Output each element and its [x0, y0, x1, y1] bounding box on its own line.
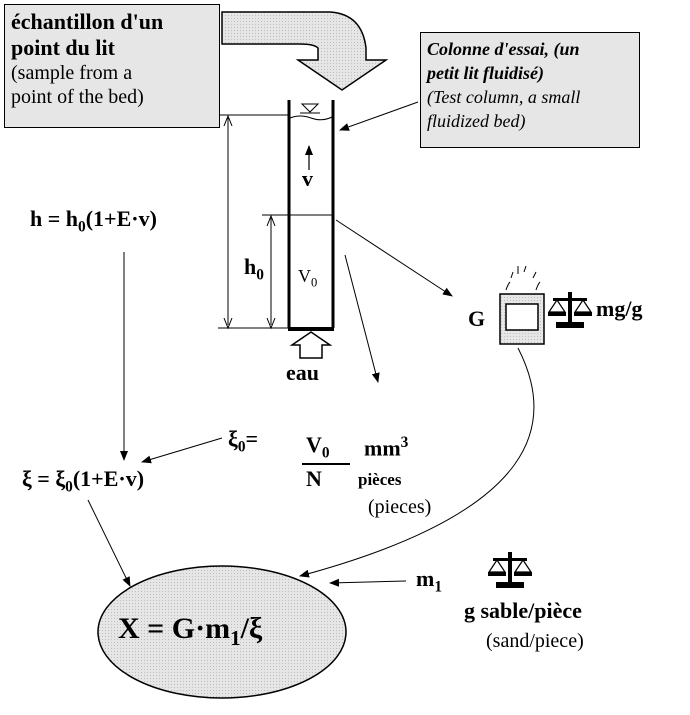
v0-label-sub: 0 [311, 275, 318, 290]
xi-formula: ξ = ξ0(1+E·v) [22, 466, 144, 496]
xi0-numerator: V0 [306, 432, 330, 462]
column-title-line1: Colonne d'essai, (un [427, 39, 580, 59]
sample-title-line1: échantillon d'un [11, 9, 164, 34]
m1-label: m1 [416, 566, 442, 596]
column-box: Colonne d'essai, (un petit lit fluidisé)… [420, 32, 640, 148]
water-label: eau [286, 360, 319, 385]
g-label: G [468, 306, 486, 331]
column-callout-arrow [339, 101, 419, 131]
xi0-lhs-sub: 0 [237, 438, 246, 456]
sample-transfer-arrow [221, 11, 389, 91]
dimension-lines [218, 114, 289, 330]
v0-label-main: V [298, 266, 311, 286]
result-ellipse [97, 565, 347, 699]
xi0-label: ξ0= [228, 426, 258, 456]
h-formula-rhs: (1+E·v) [85, 206, 157, 231]
result-main: X = G·m [118, 612, 231, 645]
m1-to-result-arrow [329, 578, 407, 587]
oven-icon [499, 265, 545, 345]
h-formula-sub: 0 [78, 218, 86, 236]
h-formula-lhs: h = h [30, 206, 79, 231]
m1-sub: 1 [434, 578, 443, 596]
h0-label-sub: 0 [256, 266, 264, 284]
m1-unit-en: (sand/piece) [486, 630, 584, 652]
balance-icon-m1 [487, 552, 533, 588]
xi0-unit-main: mm [364, 435, 401, 461]
pieces-en-label: (pieces) [368, 496, 432, 518]
xi-formula-rhs: (1+E·v) [72, 466, 145, 491]
xi0-num-sub: 0 [321, 444, 330, 462]
sample-sub-line1: (sample from a [11, 62, 133, 84]
m1-main: m [416, 566, 435, 591]
test-column [287, 100, 335, 331]
xi-formula-lhs: ξ = ξ [22, 466, 66, 491]
water-inlet-arrow [289, 331, 333, 359]
balance-icon [547, 292, 593, 328]
result-sub: 1 [230, 626, 241, 650]
result-formula: X = G·m1/ξ [118, 612, 262, 651]
xi0-lhs: ξ [228, 426, 238, 451]
result-rest: /ξ [240, 612, 263, 645]
xi0-unit: mm3 [364, 434, 408, 461]
xi0-eq: = [245, 426, 259, 451]
sample-box: échantillon d'un point du lit (sample fr… [4, 4, 220, 128]
column-to-xi0-arrow [344, 254, 380, 383]
xi-to-result-arrow [87, 499, 131, 587]
column-title-line2: petit lit fluidisé) [427, 63, 544, 83]
balance-unit: mg/g [596, 296, 643, 321]
h-formula: h = h0(1+E·v) [30, 206, 157, 236]
xi0-to-xi-arrow [141, 437, 223, 464]
sample-sub-line2: point of the bed) [11, 86, 144, 108]
column-sub-line1: (Test column, a small [427, 87, 581, 107]
v0-label: V0 [298, 266, 317, 291]
sample-title-line2: point du lit [11, 35, 115, 60]
m1-unit: g sable/pièce [464, 598, 582, 623]
velocity-label: v [302, 166, 313, 191]
xi0-denominator: N [306, 466, 322, 491]
oven-to-result-arrow [299, 347, 535, 578]
pieces-label: pièces [358, 470, 402, 489]
h0-label: h0 [244, 254, 264, 284]
xi-formula-sub: 0 [65, 478, 73, 496]
h0-label-main: h [244, 254, 257, 279]
column-sub-line2: fluidized bed) [427, 111, 526, 131]
xi0-unit-sup: 3 [400, 434, 409, 451]
column-to-oven-arrow [335, 219, 453, 297]
xi0-num: V [306, 432, 322, 457]
